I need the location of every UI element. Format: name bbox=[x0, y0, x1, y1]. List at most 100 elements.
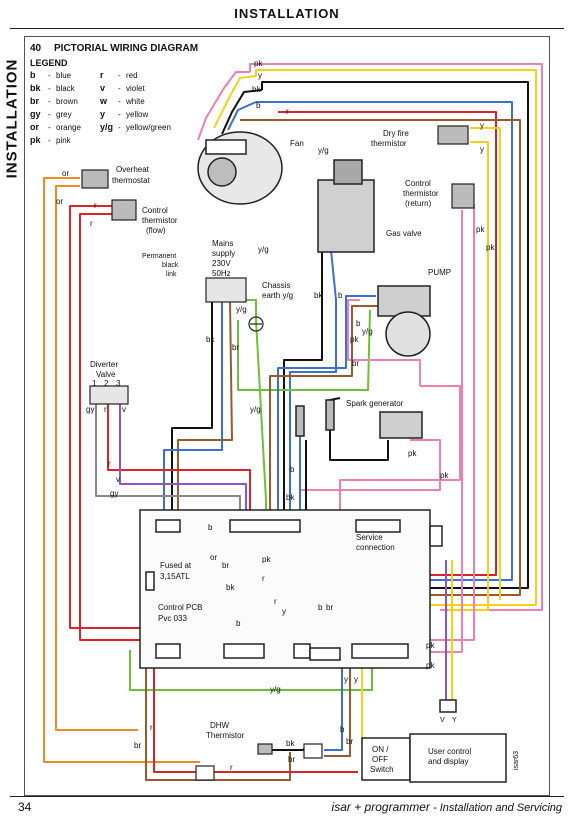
legend-name: violet bbox=[126, 84, 145, 93]
pcb-fuse bbox=[145, 571, 155, 591]
return-sensor-body bbox=[451, 183, 475, 209]
pcb-outline bbox=[139, 509, 431, 669]
dry-fire-label: thermistor bbox=[371, 139, 407, 148]
wire-label: br bbox=[134, 741, 141, 750]
onoff-label: OFF bbox=[372, 755, 388, 764]
service-label: Service bbox=[356, 533, 383, 542]
dhw-body bbox=[257, 743, 273, 755]
wire-label: y/g bbox=[318, 146, 329, 155]
legend-name: yellow/green bbox=[126, 123, 171, 132]
wire-label: b bbox=[338, 291, 343, 300]
legend-code: v bbox=[100, 83, 105, 93]
overheat-body bbox=[81, 169, 109, 189]
spark-body bbox=[379, 411, 423, 439]
wire-label: pk bbox=[440, 471, 449, 480]
wire-label: br bbox=[222, 561, 229, 570]
wire-label: pk bbox=[486, 243, 495, 252]
pcb-conn-3 bbox=[155, 643, 181, 659]
diverter-label: Diverter bbox=[90, 360, 118, 369]
fuse-label: Fused at bbox=[160, 561, 192, 570]
gas-valve-label: Gas valve bbox=[386, 229, 422, 238]
pcb-side-conn bbox=[429, 525, 443, 547]
dhw-label: DHW bbox=[210, 721, 230, 730]
wire-label: b bbox=[318, 603, 323, 612]
spark-generator-unit bbox=[295, 399, 423, 439]
wire-blue-gv bbox=[289, 239, 337, 520]
wire-red-flow bbox=[69, 205, 168, 629]
legend-dash: - bbox=[118, 84, 121, 93]
wire-label: y bbox=[282, 607, 286, 616]
user-connector bbox=[439, 699, 457, 713]
legend-title: LEGEND bbox=[30, 58, 68, 68]
wire-label: or bbox=[210, 553, 217, 562]
user-control-unit bbox=[361, 699, 507, 783]
wire-pink-ret2 bbox=[420, 210, 463, 653]
fan-label: Fan bbox=[290, 139, 304, 148]
wire-blue-fan bbox=[227, 101, 257, 131]
legend-name: black bbox=[56, 84, 76, 93]
gas-valve-coil bbox=[333, 159, 363, 185]
wire-blue-dhw bbox=[324, 660, 343, 751]
wire-label: y bbox=[258, 71, 262, 80]
section-number: 40 bbox=[30, 43, 42, 54]
diverter-pin: 2 bbox=[104, 379, 109, 388]
legend-left: b - blue bk - black br - brown gy - grey… bbox=[30, 70, 81, 145]
wire-label: r bbox=[286, 107, 289, 116]
wire-black-dhw bbox=[270, 748, 305, 751]
legend-dash: - bbox=[48, 123, 51, 132]
wire-label: r bbox=[94, 201, 97, 210]
onoff-label: Switch bbox=[370, 765, 394, 774]
diverter-body bbox=[89, 385, 129, 405]
diagram-frame bbox=[24, 36, 550, 796]
pcb-conn-4 bbox=[223, 643, 265, 659]
diverter-pin: 3 bbox=[116, 379, 121, 388]
earth-symbol bbox=[248, 316, 264, 332]
pcb-label: Control PCB bbox=[158, 603, 202, 612]
wire-label: v bbox=[122, 405, 126, 414]
wire-label: Y bbox=[452, 717, 457, 724]
page-header: INSTALLATION bbox=[234, 6, 340, 21]
wire-red-dhw bbox=[153, 650, 200, 773]
chassis-label: Chassis bbox=[262, 281, 290, 290]
diverter-label: Valve bbox=[96, 370, 116, 379]
user-label: and display bbox=[428, 757, 468, 766]
wire-label: bk bbox=[206, 335, 215, 344]
section-title: PICTORIAL WIRING DIAGRAM bbox=[54, 43, 198, 54]
wire-yg-pcb bbox=[129, 650, 373, 691]
wire-black-outer bbox=[240, 81, 529, 589]
wire-black-fan bbox=[221, 89, 263, 135]
wire-label: b bbox=[256, 101, 261, 110]
wire-label: y bbox=[480, 145, 484, 154]
fan-unit bbox=[197, 131, 283, 205]
pcb-conn-2 bbox=[229, 519, 301, 533]
header-rule bbox=[10, 28, 564, 29]
wire-label: bk bbox=[286, 493, 295, 502]
overheat-label: thermostat bbox=[112, 176, 151, 185]
flow-label: (flow) bbox=[146, 226, 166, 235]
wire-label: bk bbox=[252, 85, 261, 94]
gas-valve-body bbox=[317, 179, 375, 253]
pump-body bbox=[377, 285, 431, 317]
wire-label: bk bbox=[314, 291, 323, 300]
wire-label: gy bbox=[86, 405, 94, 414]
return-label: (return) bbox=[405, 199, 432, 208]
dry-fire-label: Dry fire bbox=[383, 129, 409, 138]
wire-label: v bbox=[116, 475, 120, 484]
dhw-connector-2 bbox=[195, 765, 215, 781]
wire-label: y bbox=[480, 121, 484, 130]
legend-code: y bbox=[100, 109, 105, 119]
spark-label: Spark generator bbox=[346, 399, 404, 408]
dry-fire-body bbox=[437, 125, 469, 145]
wire-label: pk bbox=[426, 641, 435, 650]
dhw-thermistor-unit bbox=[195, 743, 323, 781]
wire-yellow-dry bbox=[470, 127, 501, 600]
legend-name: pink bbox=[56, 136, 72, 145]
footer-doc: Installation and Servicing bbox=[439, 802, 562, 814]
pcb-conn-1 bbox=[155, 519, 181, 533]
user-label: User control bbox=[428, 747, 471, 756]
wire-pink-fan bbox=[197, 71, 250, 141]
wire-yellow-dry2 bbox=[448, 141, 489, 611]
wire-label: bk bbox=[286, 739, 295, 748]
wire-label: b bbox=[340, 725, 345, 734]
